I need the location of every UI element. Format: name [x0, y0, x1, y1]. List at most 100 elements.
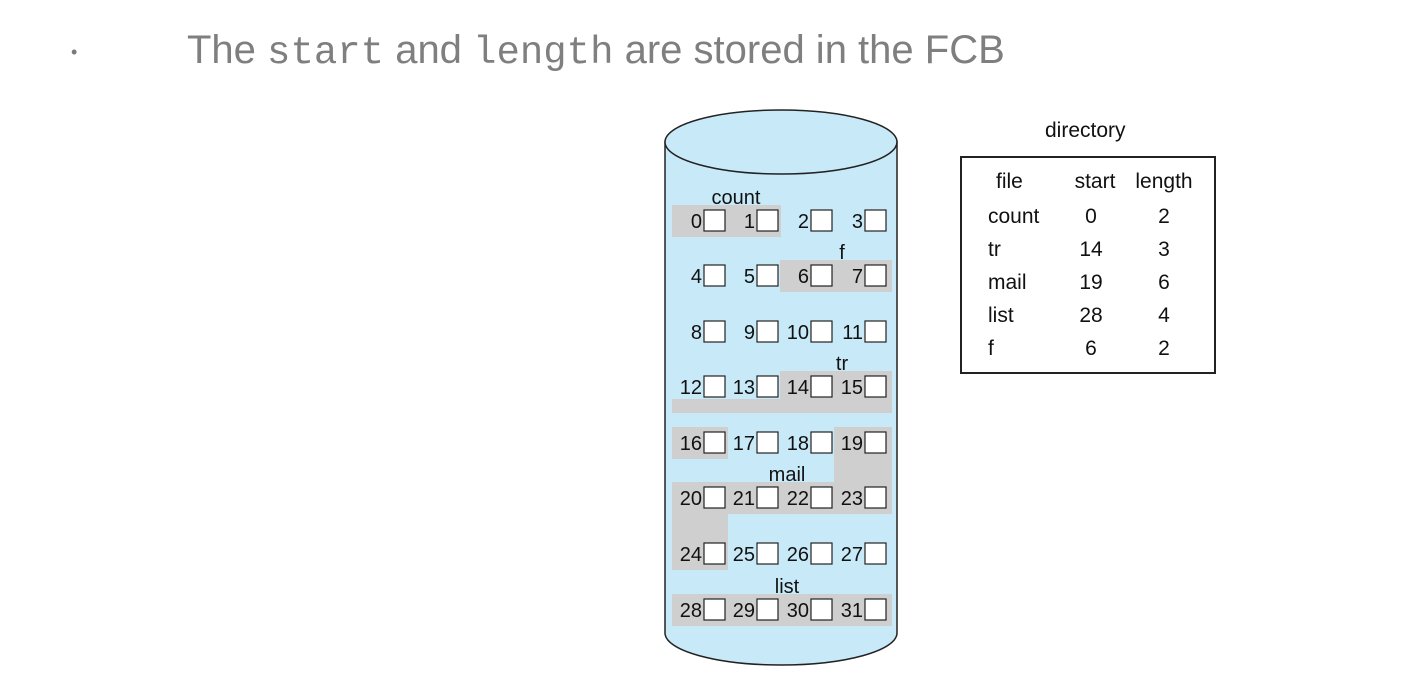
- disk-block-number: 1: [744, 211, 755, 233]
- disk-block-number: 5: [744, 266, 755, 288]
- disk-block-number: 26: [787, 544, 809, 566]
- headline-text: The: [187, 28, 268, 72]
- disk-block-number: 16: [680, 433, 702, 455]
- disk-block-number: 29: [733, 600, 755, 622]
- disk-block: [810, 486, 833, 509]
- directory-row: tr 14 3: [962, 238, 1214, 271]
- disk-block-number: 8: [691, 322, 702, 344]
- disk-block-number: 27: [841, 544, 863, 566]
- file-label: mail: [769, 464, 806, 486]
- disk-block-number: 18: [787, 433, 809, 455]
- disk-block-number: 22: [787, 488, 809, 510]
- directory-row: list 28 4: [962, 304, 1214, 337]
- row-start: 0: [1085, 205, 1097, 228]
- allocation-shade-tr-link: [672, 399, 892, 413]
- row-length: 4: [1158, 304, 1170, 327]
- row-file: f: [988, 337, 994, 360]
- disk-block-number: 14: [787, 377, 809, 399]
- row-start: 6: [1085, 337, 1097, 360]
- directory-caption: directory: [1045, 119, 1126, 142]
- disk-block: [703, 375, 726, 398]
- headline-text: and: [384, 28, 474, 72]
- disk-block: [810, 209, 833, 232]
- slide-headline: The start and length are stored in the F…: [187, 26, 1005, 77]
- disk-block: [703, 542, 726, 565]
- row-file: list: [988, 304, 1014, 327]
- disk-block: [756, 375, 779, 398]
- disk-block-number: 9: [744, 322, 755, 344]
- disk-block-number: 0: [691, 211, 702, 233]
- row-length: 3: [1158, 238, 1170, 261]
- directory-row: mail 19 6: [962, 271, 1214, 304]
- disk-block-number: 13: [733, 377, 755, 399]
- disk-block: [756, 486, 779, 509]
- disk-block-number: 17: [733, 433, 755, 455]
- disk-block: [864, 431, 887, 454]
- header-file: file: [996, 170, 1023, 193]
- disk-block: [864, 209, 887, 232]
- disk-block: [810, 598, 833, 621]
- disk-block-number: 25: [733, 544, 755, 566]
- bullet-marker: •: [71, 42, 78, 62]
- disk-block-number: 12: [680, 377, 702, 399]
- disk-block: [864, 375, 887, 398]
- disk-block-number: 23: [841, 488, 863, 510]
- disk-block-number: 24: [680, 544, 702, 566]
- disk-block: [864, 486, 887, 509]
- disk-block: [756, 320, 779, 343]
- disk-block-number: 19: [841, 433, 863, 455]
- disk-block: [756, 209, 779, 232]
- row-length: 2: [1158, 205, 1170, 228]
- file-label: list: [775, 576, 800, 598]
- cylinder-top: [664, 109, 898, 175]
- disk-block-number: 7: [852, 266, 863, 288]
- directory-table: file start length count 0 2 tr 14 3 mail…: [960, 156, 1216, 374]
- row-file: mail: [988, 271, 1027, 294]
- disk-block-number: 10: [787, 322, 809, 344]
- disk-block: [810, 320, 833, 343]
- disk-block: [864, 264, 887, 287]
- disk-block-number: 2: [798, 211, 809, 233]
- disk-block-number: 15: [841, 377, 863, 399]
- disk-block-number: 11: [842, 322, 863, 344]
- disk-block: [864, 320, 887, 343]
- header-start: start: [1074, 170, 1116, 193]
- disk-block-number: 4: [691, 266, 702, 288]
- disk-block-number: 30: [787, 600, 809, 622]
- directory-row: f 6 2: [962, 337, 1214, 370]
- disk-block-number: 28: [680, 600, 702, 622]
- disk-block: [810, 375, 833, 398]
- disk-block: [864, 598, 887, 621]
- row-start: 28: [1079, 304, 1103, 327]
- disk-block-number: 31: [841, 600, 863, 622]
- disk-block: [703, 486, 726, 509]
- disk-block: [703, 598, 726, 621]
- disk-block: [703, 209, 726, 232]
- disk-block: [756, 598, 779, 621]
- disk-block: [756, 264, 779, 287]
- directory-header-row: file start length: [962, 170, 1214, 203]
- headline-text: are stored in the FCB: [613, 28, 1005, 72]
- row-start: 19: [1079, 271, 1103, 294]
- disk-block: [864, 542, 887, 565]
- disk-block: [810, 542, 833, 565]
- disk-block: [810, 264, 833, 287]
- disk-block-number: 6: [798, 266, 809, 288]
- disk-block: [703, 431, 726, 454]
- directory-row: count 0 2: [962, 205, 1214, 238]
- row-file: tr: [988, 238, 1001, 261]
- headline-code-term: start: [267, 31, 385, 75]
- disk-block: [756, 431, 779, 454]
- row-start: 14: [1079, 238, 1103, 261]
- disk-block: [703, 320, 726, 343]
- row-length: 6: [1158, 271, 1170, 294]
- disk-block: [703, 264, 726, 287]
- disk-block: [756, 542, 779, 565]
- headline-code-term: length: [473, 31, 614, 75]
- disk-block: [810, 431, 833, 454]
- file-label: tr: [836, 353, 849, 375]
- header-length: length: [1135, 170, 1193, 193]
- disk-block-number: 21: [733, 488, 755, 510]
- disk-block-number: 20: [680, 488, 702, 510]
